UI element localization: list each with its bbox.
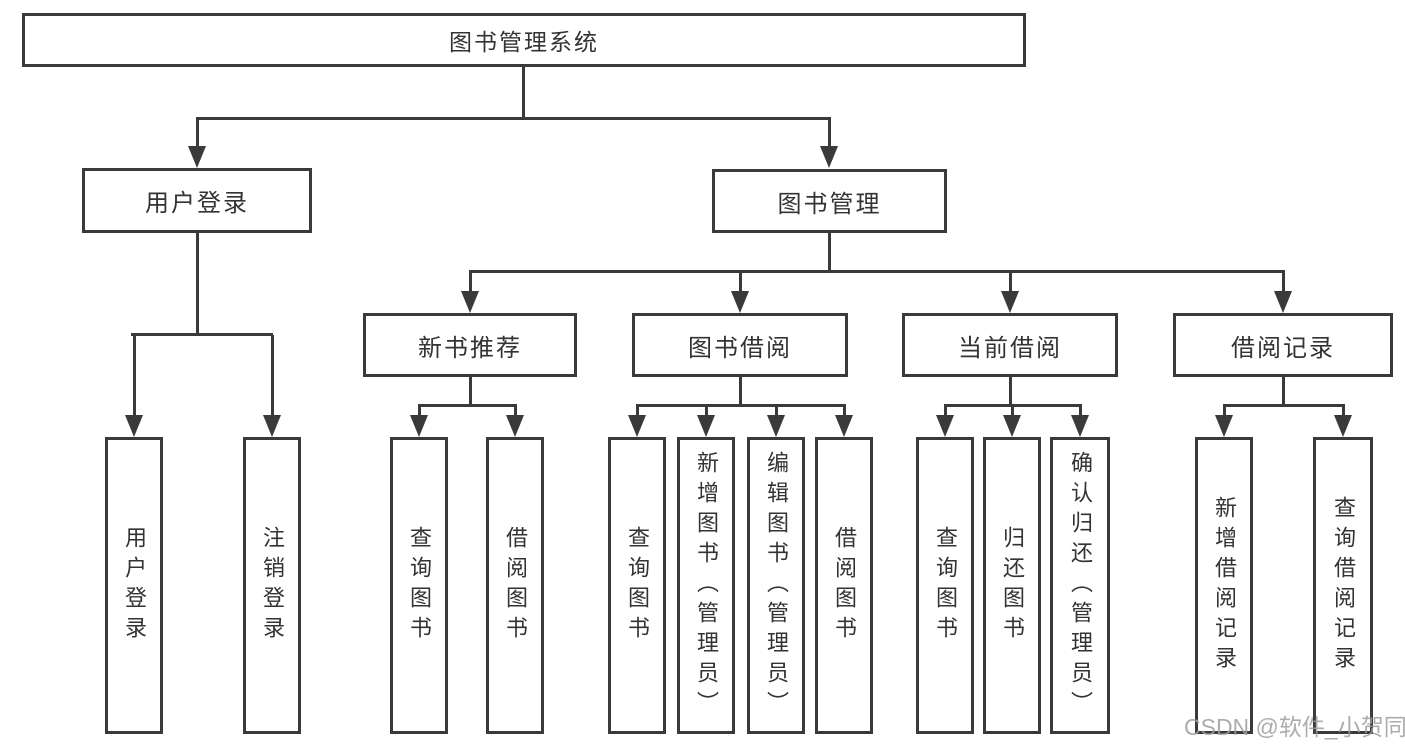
arrowhead-down [263,415,281,437]
arrowhead-down [461,291,479,313]
node-label: 当前借阅 [958,334,1062,362]
node-label: 借阅记录 [1231,334,1335,362]
leaf-label: 归还图书 [1000,525,1025,646]
arrowhead-down [820,146,838,168]
node-label: 图书借阅 [688,334,792,362]
connector-line [635,405,639,417]
connector-line [1008,376,1012,406]
connector-line [704,405,708,417]
connector-line [1008,272,1012,293]
leaf-add-books-admin: 新增图书（管理员） [677,437,735,734]
connector-line [1281,272,1285,293]
connector-line [468,376,472,406]
leaf-label: 借阅图书 [832,525,857,646]
leaf-label: 查询借阅记录 [1331,495,1356,676]
connector-line [842,405,846,417]
connector-line [195,232,199,335]
watermark-text: CSDN @软件_小贺同学 [1184,714,1405,740]
leaf-label: 查询图书 [407,525,432,646]
node-library-system: 图书管理系统 [22,13,1026,67]
connector-line [521,67,525,120]
connector-line [1010,405,1014,417]
leaf-label: 查询图书 [625,525,650,646]
leaf-confirm-return-admin: 确认归还（管理员） [1050,437,1110,734]
arrowhead-down [125,415,143,437]
connector-line [738,272,742,293]
connector-line [195,119,199,148]
connector-line [468,272,472,293]
leaf-query-borrow-record: 查询借阅记录 [1313,437,1373,734]
connector-line [270,335,274,417]
arrowhead-down [697,415,715,437]
connector-line [513,405,517,417]
leaf-borrow-books-recommend: 借阅图书 [486,437,544,734]
leaf-label: 新增借阅记录 [1212,495,1237,676]
leaf-label: 确认归还（管理员） [1068,450,1093,721]
arrowhead-down [936,415,954,437]
connector-line [1078,405,1082,417]
connector-line [132,335,136,417]
leaf-return-books: 归还图书 [983,437,1041,734]
arrowhead-down [731,291,749,313]
arrowhead-down [1274,291,1292,313]
leaf-label: 用户登录 [122,525,147,646]
leaf-logout-login: 注销登录 [243,437,301,734]
leaf-user-login: 用户登录 [105,437,163,734]
leaf-add-borrow-record: 新增借阅记录 [1195,437,1253,734]
leaf-label: 查询图书 [933,525,958,646]
leaf-query-books-current: 查询图书 [916,437,974,734]
arrowhead-down [1071,415,1089,437]
connector-line [1341,405,1345,417]
connector-line [827,232,831,272]
connector-line [943,405,947,417]
arrowhead-down [410,415,428,437]
leaf-query-books-recommend: 查询图书 [390,437,448,734]
leaf-borrow-books-borrowing: 借阅图书 [815,437,873,734]
arrowhead-down [767,415,785,437]
node-book-management: 图书管理 [712,169,947,233]
leaf-label: 新增图书（管理员） [694,450,719,721]
leaf-query-books-borrowing: 查询图书 [608,437,666,734]
leaf-label: 借阅图书 [503,525,528,646]
connector-line [827,119,831,148]
arrowhead-down [506,415,524,437]
arrowhead-down [835,415,853,437]
node-book-borrowing: 图书借阅 [632,313,848,377]
connector-line [1222,404,1345,407]
node-new-book-recommendation: 新书推荐 [363,313,577,377]
node-label: 图书管理 [777,190,882,218]
node-label: 新书推荐 [418,334,522,362]
connector-line [417,405,421,417]
connector-line [635,404,846,407]
arrowhead-down [1001,291,1019,313]
node-borrowing-records: 借阅记录 [1173,313,1393,377]
node-label: 用户登录 [145,190,249,217]
connector-line [738,376,742,406]
connector-line [468,270,1285,273]
arrowhead-down [1003,415,1021,437]
leaf-edit-books-admin: 编辑图书（管理员） [747,437,805,734]
leaf-label: 编辑图书（管理员） [764,450,789,721]
connector-line [1222,405,1226,417]
connector-line [131,333,273,336]
connector-line [195,117,831,120]
connector-line [417,404,517,407]
arrowhead-down [188,146,206,168]
arrowhead-down [1215,415,1233,437]
node-current-borrowing: 当前借阅 [902,313,1118,377]
arrowhead-down [628,415,646,437]
connector-line [774,405,778,417]
arrowhead-down [1334,415,1352,437]
leaf-label: 注销登录 [260,525,285,646]
node-label: 图书管理系统 [449,29,599,55]
connector-line [1281,376,1285,406]
node-user-login: 用户登录 [82,168,312,233]
